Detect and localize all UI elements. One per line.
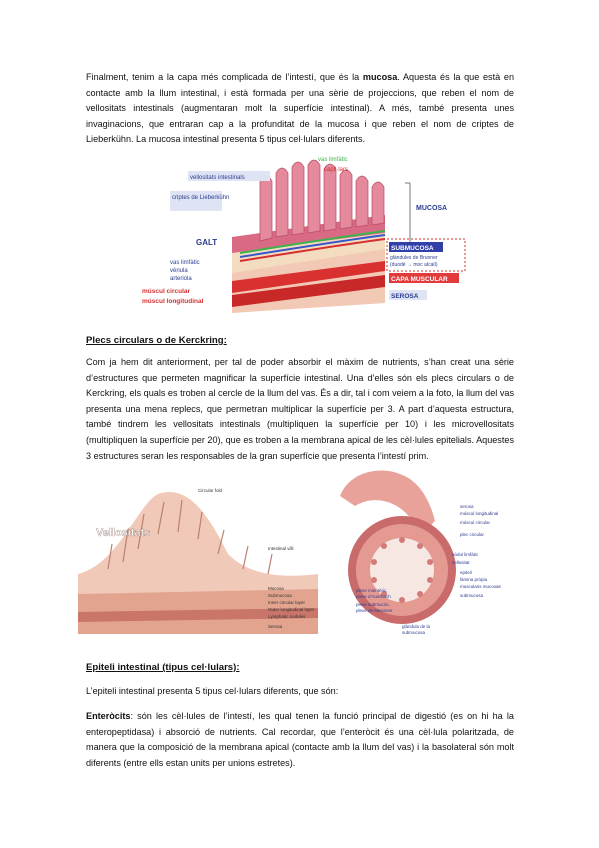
label-vellositats: vellositats intestinals	[190, 175, 245, 181]
intro-bold-mucosa: mucosa	[362, 72, 398, 82]
intro-text: Finalment, tenim a la capa més complicad…	[86, 72, 363, 82]
serosa-label-bg	[389, 290, 427, 300]
label-muscul-circular: múscul circular	[142, 288, 191, 295]
arteriole-line	[239, 238, 386, 262]
label-arteriola: arteriola	[170, 276, 192, 282]
label-fig2-mucosa: Mucosa	[268, 586, 284, 591]
intro-paragraph: Finalment, tenim a la capa més complicad…	[86, 70, 514, 148]
lumen	[370, 538, 434, 602]
plecs-paragraph: Com ja hem dit anteriorment, per tal de …	[86, 357, 514, 461]
submucosa-block	[232, 231, 385, 273]
label-epiteli: epiteli	[460, 570, 472, 575]
label-intestinal-villi: Intestinal villi	[268, 546, 294, 551]
label-criptes: criptes de Lieberkühn	[172, 195, 229, 201]
circular-muscle-band	[232, 261, 385, 293]
label-vellositats-title: Vellositats	[96, 527, 150, 539]
heading-plecs: Plecs circulars o de Kerckring:	[86, 335, 227, 346]
villi-lines	[107, 499, 273, 575]
label-fig3-serosa: serosa	[460, 504, 474, 509]
criptes-label-bg	[170, 191, 222, 211]
label-plec-circular: plec circular	[460, 532, 485, 537]
heading-epiteli: Epiteli intestinal (tipus cel·lulars):	[86, 662, 240, 673]
enterocits-text: : són les cèl·lules de l’intestí, les qu…	[86, 711, 514, 768]
label-submucosa: SUBMUCOSA	[391, 245, 434, 252]
label-fig2-serosa: Serosa	[268, 624, 283, 629]
label-plexe-submucos-2: plexe de Meissner	[356, 608, 393, 613]
label-vas-limfatic: vas limfàtic	[170, 260, 200, 266]
label-fig2-submucosa: Submucosa	[268, 593, 292, 598]
label-plexe-mienteric-2: plexe d’Auerbach	[356, 594, 391, 599]
epiteli-intro: L’epiteli intestinal presenta 5 tipus ce…	[86, 686, 339, 696]
venule-line	[239, 234, 386, 258]
label-mucosa: MUCOSA	[416, 205, 447, 212]
label-vas-limfatic-top: vas limfàtic	[318, 157, 348, 163]
intro-text-after: . Aquesta és la que està en contacte amb…	[86, 72, 514, 145]
label-glandules-1: glàndules de Brunner	[390, 255, 438, 261]
label-fig3-muscul-longitudinal: múscul longitudinal	[460, 511, 498, 516]
mucosa-photo-strip	[340, 470, 435, 536]
label-lamina-propia: làmina pròpia	[460, 577, 488, 582]
label-plexe-mienteric-1: plexe mientèric,	[356, 588, 388, 593]
label-venula: vènula	[170, 268, 188, 274]
lymph-vessel-line	[239, 230, 386, 254]
label-muscularis-mucosae: muscularis mucosae	[460, 584, 502, 589]
enterocits-paragraph: Enteròcits: són les cèl·lules de l’intes…	[86, 709, 514, 771]
cross-section-figure: serosa múscul longitudinal múscul circul…	[340, 470, 502, 635]
label-glandules-2: (duodè → moc alcalí)	[390, 262, 438, 268]
enterocits-bold: Enteròcits	[86, 711, 131, 721]
villi-group	[259, 159, 385, 242]
villi-fold-figure: Vellositats Circular fold Intestinal vil…	[78, 488, 318, 634]
villi-ring	[371, 537, 433, 603]
label-muscul-longitudinal: múscul longitudinal	[142, 298, 204, 305]
label-lymphatic-nodules: Lymphatic nodules	[268, 614, 306, 619]
capa-muscular-label-bg	[389, 273, 459, 283]
label-circular-fold: Circular fold	[198, 488, 223, 493]
label-inner-circular: Inner circular layer	[268, 600, 306, 605]
submucosa-dashed-box	[386, 238, 466, 272]
submucosa-label-bg	[389, 242, 443, 252]
label-vellositat: vellositat	[452, 560, 470, 565]
intestinal-wall-figure: MUCOSA SUBMUCOSA glàndules de Brunner (d…	[142, 157, 466, 313]
label-plexe-submucos-1: plexe submucós,	[356, 602, 390, 607]
label-glandula-1: glàndula de la	[402, 624, 431, 629]
label-fig3-submucosa: submucosa	[460, 593, 484, 598]
label-serosa: SEROSA	[391, 293, 419, 300]
label-nodul-limfatic: nòdul limfàtic	[452, 552, 479, 557]
label-galt: GALT	[196, 238, 217, 247]
longitudinal-muscle-band	[232, 275, 385, 307]
label-capa-muscular: CAPA MUSCULAR	[391, 276, 448, 283]
vellositats-label-bg	[188, 171, 270, 181]
label-outer-longitudinal: Outer longitudinal layer	[268, 607, 315, 612]
label-glandula-2: submucosa	[402, 630, 426, 635]
label-fig3-muscul-circular: múscul circular	[460, 520, 491, 525]
label-capil-lars: capil·lars	[324, 167, 348, 173]
fold-outer-layer	[78, 608, 318, 622]
